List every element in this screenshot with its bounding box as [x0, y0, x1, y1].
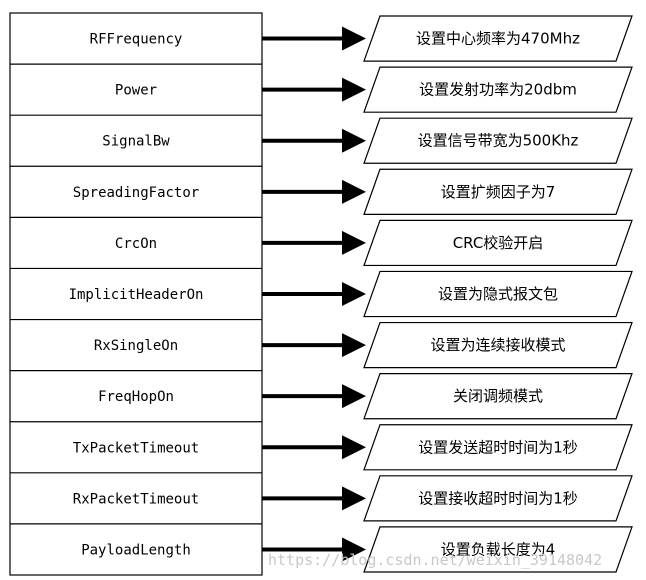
- description-label: 设置接收超时时间为1秒: [418, 489, 578, 507]
- parameter-label: FreqHopOn: [98, 389, 174, 405]
- description-parallelogram: [363, 66, 633, 113]
- description-label: 设置信号带宽为500Khz: [418, 132, 579, 150]
- diagram-row: TxPacketTimeout 设置发送超时时间为1秒: [10, 424, 633, 474]
- description-label: 关闭调频模式: [453, 387, 543, 405]
- diagram-row: SignalBw 设置信号带宽为500Khz: [10, 117, 633, 167]
- description-label: 设置为连续接收模式: [430, 336, 565, 354]
- diagram-row: RFFrequency 设置中心频率为470Mhz: [10, 15, 633, 65]
- description-label: 设置负载长度为4: [441, 540, 556, 558]
- description-parallelogram: [363, 475, 633, 522]
- parameter-label: Power: [115, 83, 157, 99]
- diagram-row: RxSingleOn 设置为连续接收模式: [10, 321, 633, 372]
- description-label: 设置扩频因子为7: [441, 183, 556, 201]
- parameter-label: ImplicitHeaderOn: [69, 287, 204, 303]
- description-label: 设置发送超时时间为1秒: [418, 438, 578, 456]
- description-parallelogram: [363, 15, 633, 62]
- parameter-label: RxPacketTimeout: [73, 491, 199, 507]
- description-label: 设置为隐式报文包: [438, 285, 558, 303]
- parameter-label: CrcOn: [115, 236, 157, 252]
- parameter-label: SignalBw: [102, 134, 170, 150]
- diagram-row: CrcOn CRC校验开启: [10, 219, 633, 270]
- description-parallelogram: [363, 321, 633, 369]
- description-label: 设置发射功率为20dbm: [419, 81, 577, 99]
- diagram-row: ImplicitHeaderOn 设置为隐式报文包: [10, 270, 633, 321]
- description-parallelogram: [363, 373, 633, 420]
- parameter-label: RxSingleOn: [94, 338, 178, 354]
- description-parallelogram: [363, 168, 633, 215]
- diagram-row: SpreadingFactor 设置扩频因子为7: [10, 168, 633, 218]
- diagram-row: Power 设置发射功率为20dbm: [10, 66, 633, 116]
- description-parallelogram: [363, 526, 633, 573]
- parameter-label: RFFrequency: [90, 32, 183, 48]
- diagram-row: FreqHopOn 关闭调频模式: [10, 373, 633, 423]
- description-label: 设置中心频率为470Mhz: [416, 30, 580, 48]
- parameter-label: SpreadingFactor: [73, 185, 199, 201]
- description-label: CRC校验开启: [453, 234, 544, 252]
- watermark: https://blog.csdn.net/weixin_39148042: [268, 551, 602, 569]
- description-parallelogram: [363, 117, 633, 164]
- parameter-label: TxPacketTimeout: [73, 440, 199, 456]
- diagram-row: RxPacketTimeout 设置接收超时时间为1秒: [10, 475, 633, 525]
- parameter-label: PayloadLength: [81, 542, 191, 558]
- diagram-row: PayloadLength 设置负载长度为4: [81, 526, 633, 573]
- description-parallelogram: [363, 270, 633, 318]
- description-parallelogram: [363, 219, 633, 267]
- description-parallelogram: [363, 424, 633, 471]
